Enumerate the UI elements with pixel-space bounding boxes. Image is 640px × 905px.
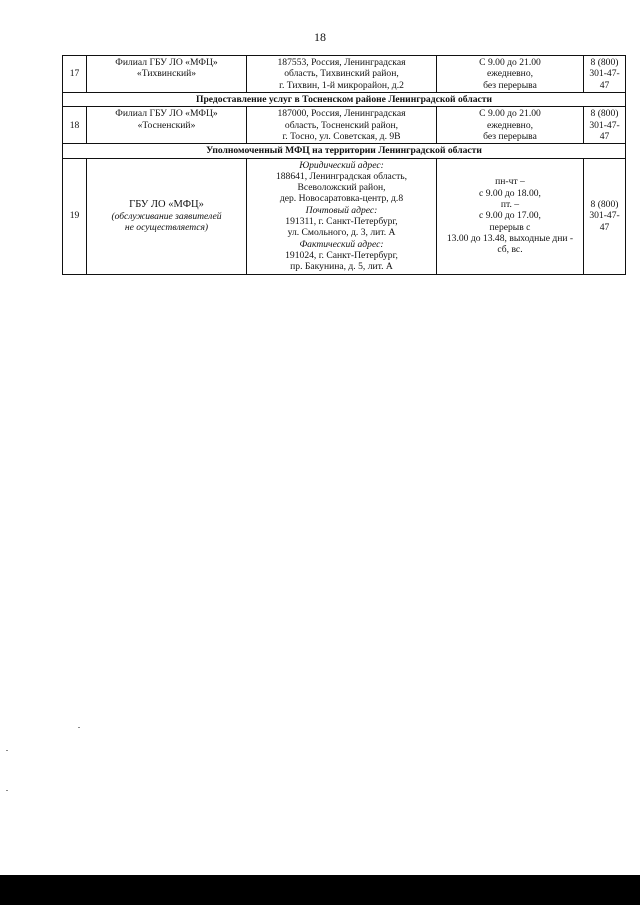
section-title: Уполномоченный МФЦ на территории Ленингр… — [62, 143, 626, 159]
office-address: 187000, Россия, Ленинградская область, Т… — [246, 106, 437, 145]
row-number: 17 — [62, 55, 87, 93]
scan-speck — [6, 790, 8, 791]
page-number: 18 — [314, 30, 326, 44]
office-hours: пн-чт – с 9.00 до 18.00, пт. – с 9.00 до… — [436, 157, 584, 275]
address-heading: Фактический адрес: — [299, 238, 384, 250]
scan-speck — [6, 750, 8, 751]
office-name: ГБУ ЛО «МФЦ» (обслуживание заявителей не… — [86, 157, 247, 275]
office-hours: С 9.00 до 21.00 ежедневно, без перерыва — [436, 55, 584, 93]
scan-speck — [78, 727, 80, 728]
office-name-note: (обслуживание заявителей — [111, 210, 222, 222]
office-address: Юридический адрес: 188641, Ленинградская… — [246, 157, 437, 275]
table-row: 18 Филиал ГБУ ЛО «МФЦ» «Тосненский» 1870… — [62, 106, 626, 145]
office-name: Филиал ГБУ ЛО «МФЦ» «Тихвинский» — [86, 55, 247, 93]
section-title: Предоставление услуг в Тосненском районе… — [62, 91, 626, 108]
office-address: 187553, Россия, Ленинградская область, Т… — [246, 55, 437, 93]
address-heading: Юридический адрес: — [299, 159, 384, 171]
row-number: 18 — [62, 106, 87, 145]
address-heading: Почтовый адрес: — [305, 204, 378, 216]
office-hours: С 9.00 до 21.00 ежедневно, без перерыва — [436, 106, 584, 145]
scan-border-bar — [0, 875, 640, 905]
mfc-offices-table: 17 Филиал ГБУ ЛО «МФЦ» «Тихвинский» 1875… — [62, 55, 626, 275]
office-name: Филиал ГБУ ЛО «МФЦ» «Тосненский» — [86, 106, 247, 145]
section-row: Уполномоченный МФЦ на территории Ленингр… — [62, 143, 626, 159]
row-number: 19 — [62, 157, 87, 275]
table-row: 17 Филиал ГБУ ЛО «МФЦ» «Тихвинский» 1875… — [62, 55, 626, 93]
office-phone: 8 (800) 301-47- 47 — [583, 106, 626, 145]
office-phone: 8 (800) 301-47- 47 — [583, 157, 626, 275]
office-phone: 8 (800) 301-47- 47 — [583, 55, 626, 93]
table-row: 19 ГБУ ЛО «МФЦ» (обслуживание заявителей… — [62, 157, 626, 275]
section-row: Предоставление услуг в Тосненском районе… — [62, 91, 626, 108]
